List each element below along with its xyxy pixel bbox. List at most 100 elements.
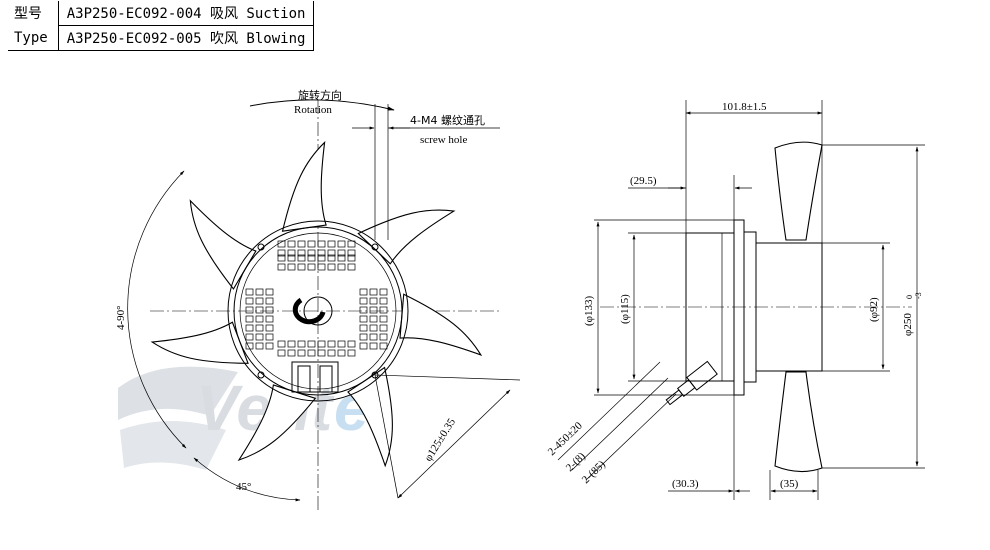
vent-slot: [379, 306, 388, 314]
angle-arc-90: [127, 170, 187, 449]
vent-slot: [327, 340, 336, 348]
vent-slot: [327, 349, 336, 357]
angle-45-label: 45°: [236, 481, 251, 493]
vent-slot: [359, 315, 368, 323]
model-key: 型号: [8, 1, 59, 26]
fan-blade: [347, 366, 393, 468]
vent-slot: [307, 340, 316, 348]
dim-115-label: (φ115): [619, 294, 631, 324]
rotor-hub: [755, 242, 823, 372]
vent-slot: [245, 333, 254, 341]
vent-slot: [359, 288, 368, 296]
vent-slot: [245, 288, 254, 296]
vent-slot: [369, 342, 378, 350]
model-table: 型号 A3P250-EC092-004 吸风 Suction Type A3P2…: [8, 1, 315, 51]
vent-slot: [287, 340, 296, 348]
dim-250-tol-upper: 0: [905, 295, 914, 299]
vent-slot: [337, 249, 346, 257]
cable-strip-label: 2-(8): [564, 450, 588, 474]
vent-slot: [277, 349, 286, 357]
vent-slot: [245, 306, 254, 314]
table-row: Type A3P250-EC092-005 吹风 Blowing: [8, 25, 315, 51]
vent-slot: [369, 324, 378, 332]
fan-blade: [357, 209, 456, 265]
vent-slot: [369, 306, 378, 314]
vent-slot: [265, 342, 274, 350]
vent-slot: [245, 324, 254, 332]
vent-slot: [255, 324, 264, 332]
vent-slot: [327, 240, 336, 248]
vent-slot: [245, 342, 254, 350]
vent-slot: [265, 288, 274, 296]
vent-slot: [255, 288, 264, 296]
dim-35-label: (35): [780, 478, 799, 490]
vent-slot: [359, 306, 368, 314]
rotation-label-cn: 旋转方向: [298, 88, 342, 102]
vent-slot: [359, 324, 368, 332]
vent-slot: [255, 315, 264, 323]
fan-blade: [399, 293, 483, 356]
cable-gland: [291, 361, 339, 393]
vent-slot: [287, 263, 296, 271]
dim-30-3-label: (30.3): [672, 478, 699, 490]
side-view: 101.8±1.5 (29.5) (φ133) (φ115) (φ92) φ25…: [546, 100, 925, 500]
vent-slot: [277, 254, 286, 262]
vent-slot: [287, 349, 296, 357]
vent-slot: [287, 254, 296, 262]
rotation-label-en: Rotation: [294, 104, 332, 116]
vent-slot: [337, 349, 346, 357]
vent-slot: [369, 288, 378, 296]
pcd-dimension-line: [397, 389, 511, 499]
brand-logo: [292, 297, 326, 325]
vent-slot: [265, 315, 274, 323]
vent-slot: [297, 340, 306, 348]
vent-slot: [265, 306, 274, 314]
screw-hole: [371, 243, 379, 251]
vent-slot: [347, 240, 356, 248]
vent-slot: [337, 254, 346, 262]
vent-slot: [287, 249, 296, 257]
cable-connector: [665, 360, 718, 406]
vent-slot: [379, 333, 388, 341]
vent-slot: [337, 340, 346, 348]
vent-slot: [277, 263, 286, 271]
vent-slot: [337, 263, 346, 271]
mounting-flange: [733, 219, 745, 396]
vent-slot: [317, 349, 326, 357]
vent-slot: [369, 333, 378, 341]
fan-blade: [281, 140, 327, 232]
vent-slot: [379, 288, 388, 296]
vent-slot: [307, 254, 316, 262]
vent-slot: [379, 297, 388, 305]
vent-slot: [359, 342, 368, 350]
dim-250-tol-lower: -3: [914, 292, 923, 299]
overall-length-label: 101.8±1.5: [722, 101, 767, 113]
vent-slot: [327, 263, 336, 271]
vent-slot: [317, 340, 326, 348]
type-key: Type: [8, 25, 59, 51]
side-blade-top: [774, 141, 823, 241]
vent-slot: [255, 306, 264, 314]
vent-slot: [297, 254, 306, 262]
vent-slot: [277, 340, 286, 348]
vent-slot: [297, 263, 306, 271]
vent-slot: [317, 254, 326, 262]
shaft-center: [303, 296, 333, 326]
vent-slot: [245, 315, 254, 323]
vent-slot: [297, 349, 306, 357]
side-blade-bottom: [774, 371, 823, 473]
vent-slot: [255, 333, 264, 341]
fan-blade: [150, 321, 249, 364]
vent-slot: [359, 333, 368, 341]
vent-slot: [307, 249, 316, 257]
vent-slot: [307, 349, 316, 357]
vent-slot: [297, 249, 306, 257]
vent-slot: [369, 315, 378, 323]
vent-slot: [347, 349, 356, 357]
vent-slot: [287, 240, 296, 248]
vent-slot: [347, 249, 356, 257]
vent-slot: [379, 342, 388, 350]
type-value: A3P250-EC092-005 吹风 Blowing: [57, 25, 315, 51]
vent-slot: [337, 240, 346, 248]
